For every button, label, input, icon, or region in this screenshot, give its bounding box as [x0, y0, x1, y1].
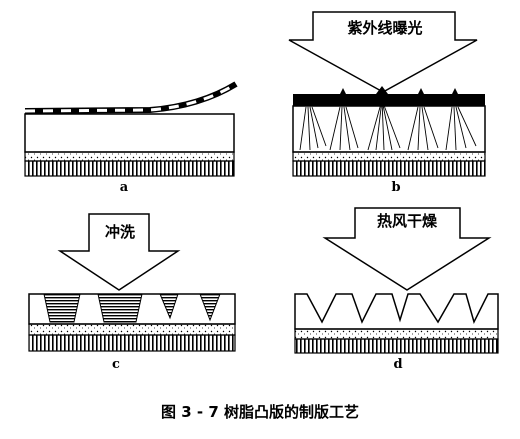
dry-arrow-text: 热风干燥 [377, 212, 438, 230]
panel-b: 紫外线曝光 b [288, 11, 486, 195]
adhesive-layer [28, 323, 236, 336]
film-strip-pattern [24, 82, 237, 113]
panel-b-label: b [391, 180, 400, 195]
film-mask [293, 94, 485, 106]
uv-arrow [288, 11, 478, 93]
base-layer [28, 334, 236, 352]
relief-element [159, 293, 179, 320]
panel-c: 冲洗 c [28, 213, 236, 372]
panel-a-label: a [120, 180, 129, 195]
panel-c-label: c [112, 357, 120, 372]
adhesive-layer [292, 151, 486, 162]
panel-a: a [24, 81, 238, 195]
relief-element [199, 293, 221, 322]
uv-arrow-text: 紫外线曝光 [347, 19, 422, 37]
base-layer [292, 160, 486, 177]
exposure-rays [299, 99, 477, 151]
base-layer [24, 160, 235, 177]
adhesive-layer [24, 151, 235, 162]
exposure-sparks [340, 86, 458, 94]
resin-layer [24, 113, 235, 153]
relief-element [43, 293, 81, 323]
base-layer [294, 338, 499, 354]
wash-arrow-text: 冲洗 [105, 223, 135, 241]
panel-d: 热风干燥 d [294, 207, 499, 372]
adhesive-layer [294, 328, 499, 340]
wash-arrow [57, 213, 181, 291]
relief-profile [294, 293, 499, 330]
figure-caption: 图 3 - 7 树脂凸版的制版工艺 [161, 403, 359, 421]
panel-d-label: d [393, 357, 402, 372]
relief-element [97, 293, 143, 323]
dry-arrow [322, 207, 492, 291]
